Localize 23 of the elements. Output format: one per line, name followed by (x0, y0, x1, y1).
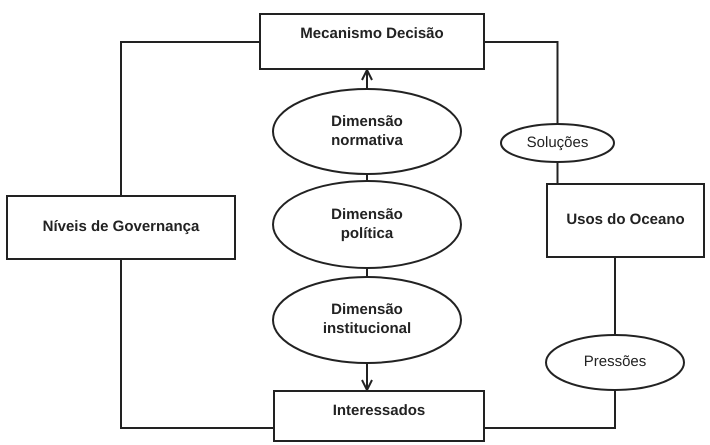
connector-line (120, 41, 259, 195)
node-label: Dimensão institucional (322, 301, 412, 339)
arrow (361, 69, 373, 88)
node-label: Dimensão política (330, 206, 404, 244)
node-label: Dimensão normativa (330, 112, 404, 150)
node-label: Pressões (584, 353, 646, 372)
connector-line (366, 175, 368, 180)
connector-line (485, 41, 558, 123)
arrow (361, 364, 373, 391)
node-label: Mecanismo Decisão (300, 25, 444, 44)
process-box (6, 195, 236, 260)
connector-line (556, 163, 558, 183)
connector-line (366, 269, 368, 276)
node-label: Interessados (332, 402, 426, 421)
connector-line (120, 260, 273, 429)
process-box (273, 390, 485, 442)
node-label: Usos do Oceano (566, 211, 685, 230)
process-box (259, 13, 485, 70)
connector-line (614, 258, 616, 334)
node-label: Níveis de Governança (42, 218, 200, 237)
connector-line (485, 391, 616, 429)
process-box (546, 183, 705, 258)
node-label: Soluções (526, 134, 588, 152)
